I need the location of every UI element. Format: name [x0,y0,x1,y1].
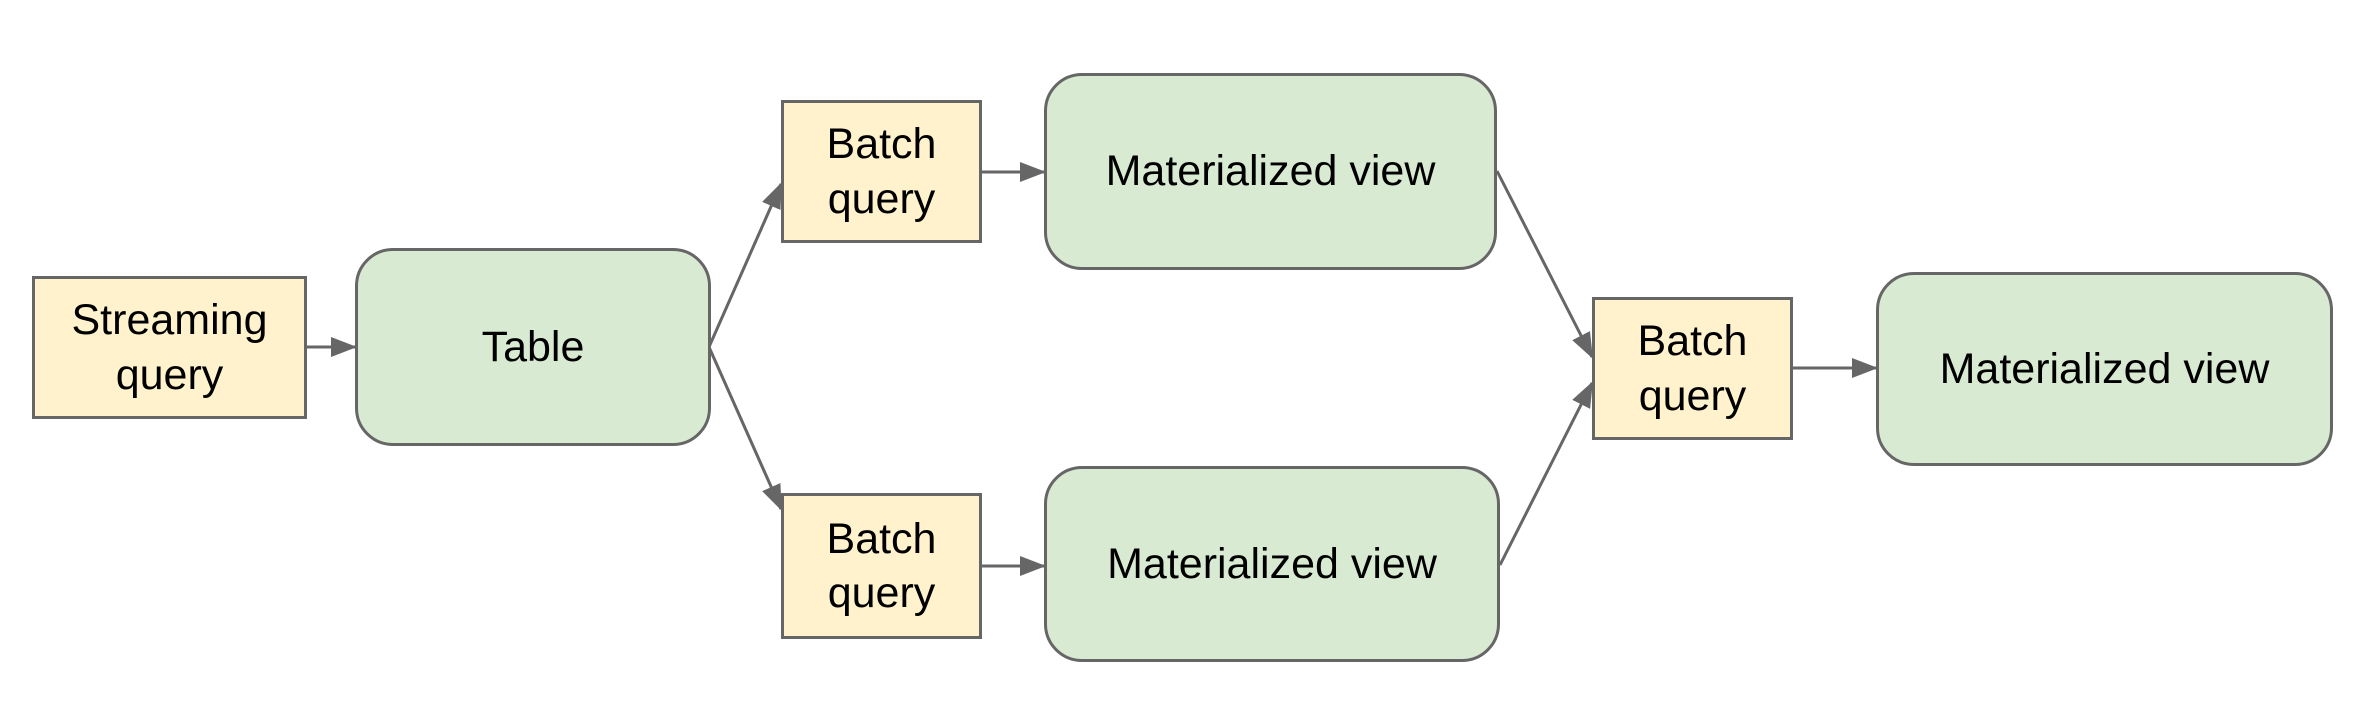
materialized-view-right-label: Materialized view [1939,344,2270,393]
table-label: Table [481,322,585,371]
connector-table-to-batch-query-bottom [707,346,783,511]
materialized-view-top: Materialized view [1044,73,1497,270]
batch-query-top: Batch query [781,100,982,243]
table: Table [355,248,711,446]
connector-table-to-batch-query-top [707,182,783,348]
batch-query-right-label: Batch query [1637,317,1748,420]
materialized-view-bottom: Materialized view [1044,466,1500,662]
streaming-query-label: Streaming query [71,296,268,399]
materialized-view-bottom-label: Materialized view [1107,539,1437,588]
batch-query-bottom-label: Batch query [826,514,937,617]
connector-materialized-view-bottom-to-batch-query-right [1498,381,1594,566]
streaming-query: Streaming query [32,276,307,419]
materialized-view-right: Materialized view [1876,272,2333,466]
materialized-view-top-label: Materialized view [1105,147,1436,196]
batch-query-bottom: Batch query [781,493,982,639]
batch-query-right: Batch query [1592,297,1793,440]
batch-query-top-label: Batch query [826,120,937,223]
connector-materialized-view-top-to-batch-query-right [1495,170,1594,359]
